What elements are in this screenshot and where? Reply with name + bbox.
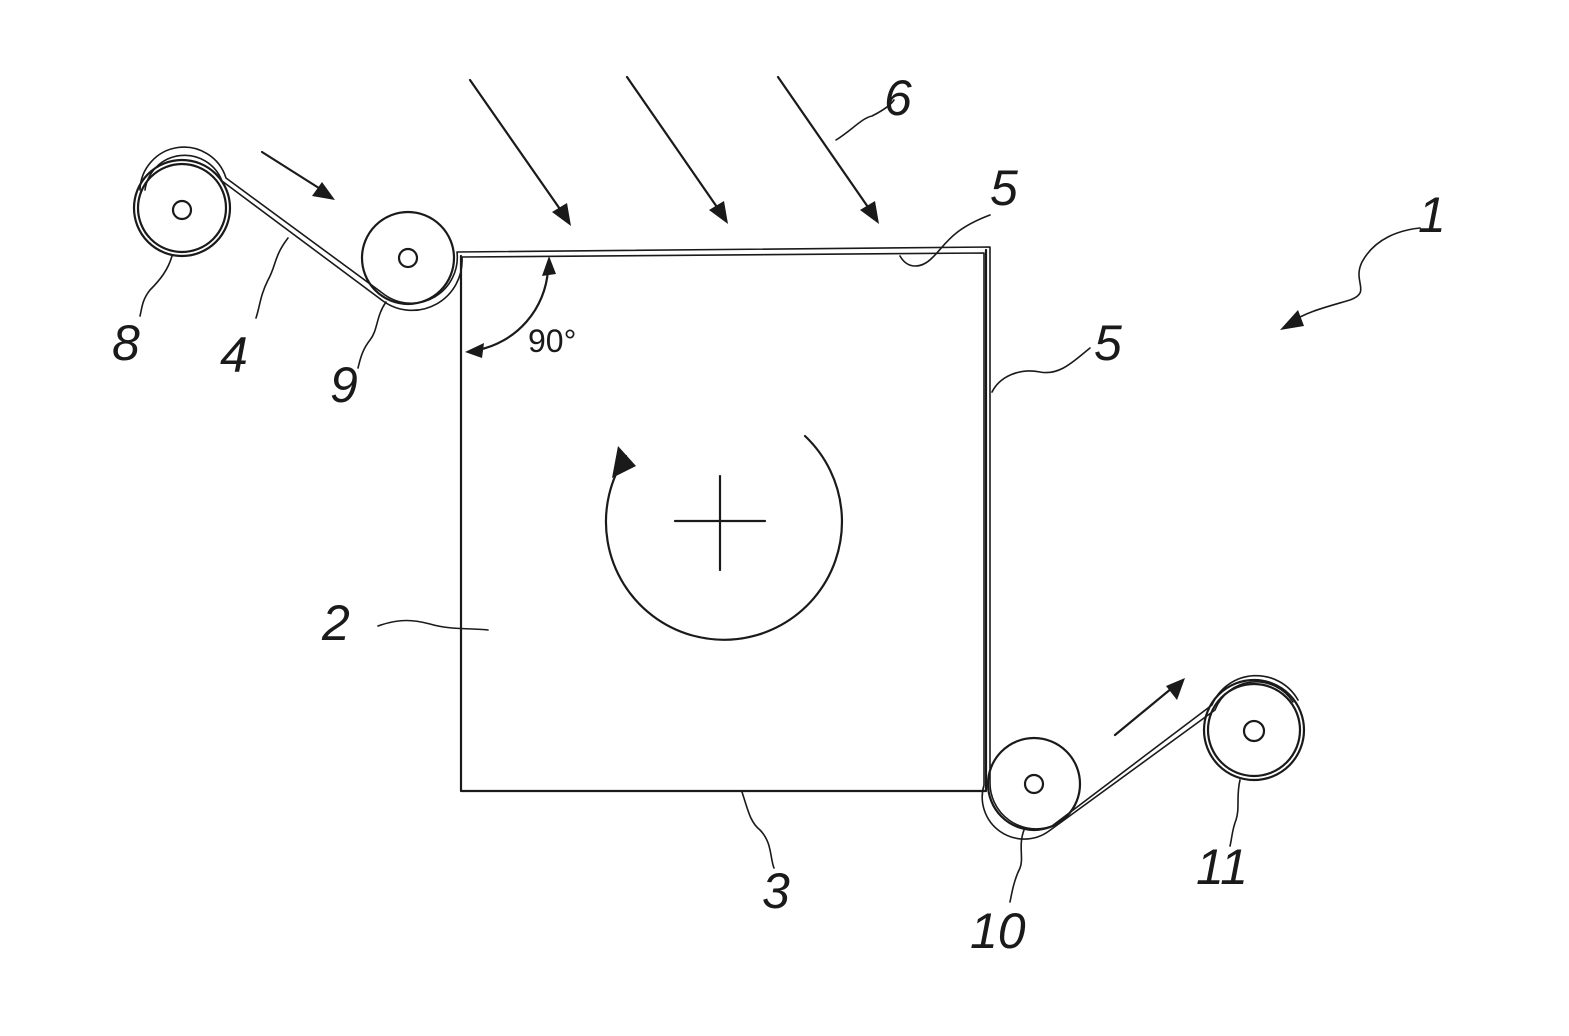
label-radiation: 6 bbox=[884, 70, 912, 126]
takeup-reel bbox=[1204, 680, 1304, 780]
label-guide-roller-out: 10 bbox=[970, 903, 1026, 959]
radiation-arrows bbox=[470, 77, 879, 226]
angle-marker: 90° bbox=[465, 256, 576, 359]
reference-numerals: 1 2 3 4 5 5 6 8 9 10 11 bbox=[112, 70, 1446, 959]
label-supply-reel: 8 bbox=[112, 315, 140, 371]
label-body: 2 bbox=[321, 595, 350, 651]
guide-roller-in bbox=[362, 212, 454, 304]
label-foil-strip: 4 bbox=[220, 327, 248, 383]
label-system: 1 bbox=[1418, 187, 1446, 243]
guide-roller-out bbox=[988, 738, 1080, 830]
rotation-arrow bbox=[606, 436, 842, 640]
label-coating-side: 5 bbox=[1094, 315, 1122, 371]
leader-lines bbox=[140, 100, 1420, 902]
supply-reel bbox=[134, 160, 230, 256]
feed-direction-arrow-in bbox=[262, 152, 335, 200]
label-bottom-edge: 3 bbox=[762, 863, 790, 919]
label-coating-top: 5 bbox=[990, 160, 1018, 216]
angle-label: 90° bbox=[528, 323, 576, 359]
center-cross bbox=[675, 476, 765, 570]
label-takeup-reel: 11 bbox=[1196, 839, 1248, 895]
feed-direction-arrow-out bbox=[1115, 678, 1185, 735]
label-guide-roller-in: 9 bbox=[330, 357, 358, 413]
